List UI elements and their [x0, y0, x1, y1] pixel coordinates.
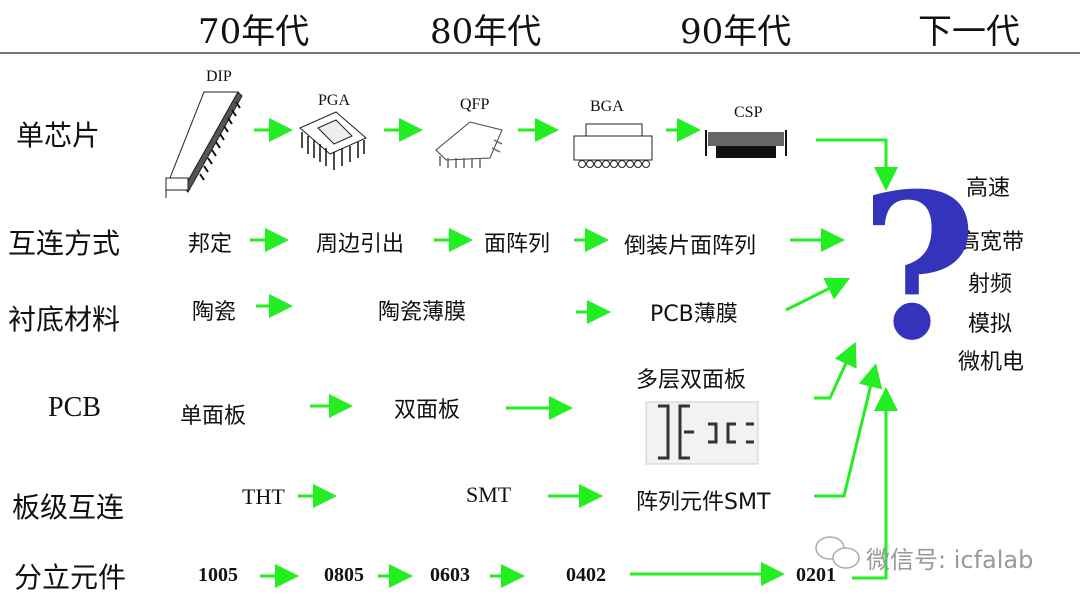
arrow-multi-future — [814, 341, 857, 400]
row-label-discrete: 分立元件 — [14, 561, 127, 594]
arrow-0201-future — [852, 387, 898, 580]
question-mark-icon: ? — [860, 150, 978, 385]
pcb-double-sided: 双面板 — [394, 398, 461, 423]
era-next: 下一代 — [918, 12, 1020, 52]
arrow-pcbfilm-future — [785, 277, 851, 312]
wechat-icon — [815, 536, 860, 569]
arrows — [250, 118, 898, 588]
pkg-label-pga: PGA — [318, 92, 351, 109]
pkg-label-dip: DIP — [206, 68, 232, 85]
row-label-chip: 单芯片 — [16, 119, 101, 152]
csp-chip-icon — [705, 130, 787, 158]
row-label-board-interconnect: 板级互连 — [12, 491, 125, 524]
app-mems: 微机电 — [958, 350, 1025, 375]
row-label-substrate: 衬底材料 — [8, 303, 121, 336]
app-analog: 模拟 — [968, 312, 1013, 337]
header-divider — [0, 52, 1080, 54]
discrete-1005: 1005 — [198, 564, 238, 586]
era-80s: 80年代 — [430, 12, 542, 52]
pcb-multilayer: 多层双面板 — [636, 368, 747, 393]
app-high-bandwidth: 高宽带 — [958, 230, 1025, 255]
board-array-smt: 阵列元件SMT — [636, 490, 771, 515]
discrete-0201: 0201 — [796, 564, 836, 586]
pcb-single-sided: 单面板 — [180, 404, 247, 429]
substrate-ceramic: 陶瓷 — [192, 300, 237, 325]
pkg-label-bga: BGA — [590, 98, 624, 115]
substrate-ceramic-film: 陶瓷薄膜 — [378, 300, 467, 325]
pkg-label-qfp: QFP — [460, 96, 490, 113]
app-rf: 射频 — [968, 272, 1013, 297]
interconnect-bonding: 邦定 — [188, 232, 233, 257]
interconnect-peripheral: 周边引出 — [316, 232, 405, 257]
era-70s: 70年代 — [198, 12, 310, 52]
bga-chip-icon — [573, 123, 653, 168]
board-smt: SMT — [466, 482, 512, 507]
interconnect-flip-chip: 倒装片面阵列 — [624, 234, 757, 259]
watermark: 微信号: icfalab — [866, 546, 1034, 574]
arrow-array-future — [814, 363, 883, 498]
pkg-label-csp: CSP — [734, 104, 763, 121]
dip-chip-icon — [165, 91, 243, 198]
row-label-pcb: PCB — [48, 392, 101, 423]
substrate-pcb-film: PCB薄膜 — [650, 302, 738, 327]
pga-chip-icon — [299, 111, 367, 170]
discrete-0402: 0402 — [566, 564, 606, 586]
board-tht: THT — [242, 484, 285, 509]
arrow-csp-future — [816, 138, 898, 191]
interconnect-area-array: 面阵列 — [484, 232, 551, 257]
row-label-interconnect: 互连方式 — [8, 227, 121, 260]
app-high-speed: 高速 — [966, 176, 1011, 201]
qfp-chip-icon — [435, 121, 503, 168]
discrete-0603: 0603 — [430, 564, 470, 586]
multilayer-pcb-icon — [645, 401, 759, 465]
era-90s: 90年代 — [680, 12, 792, 52]
discrete-0805: 0805 — [324, 564, 364, 586]
